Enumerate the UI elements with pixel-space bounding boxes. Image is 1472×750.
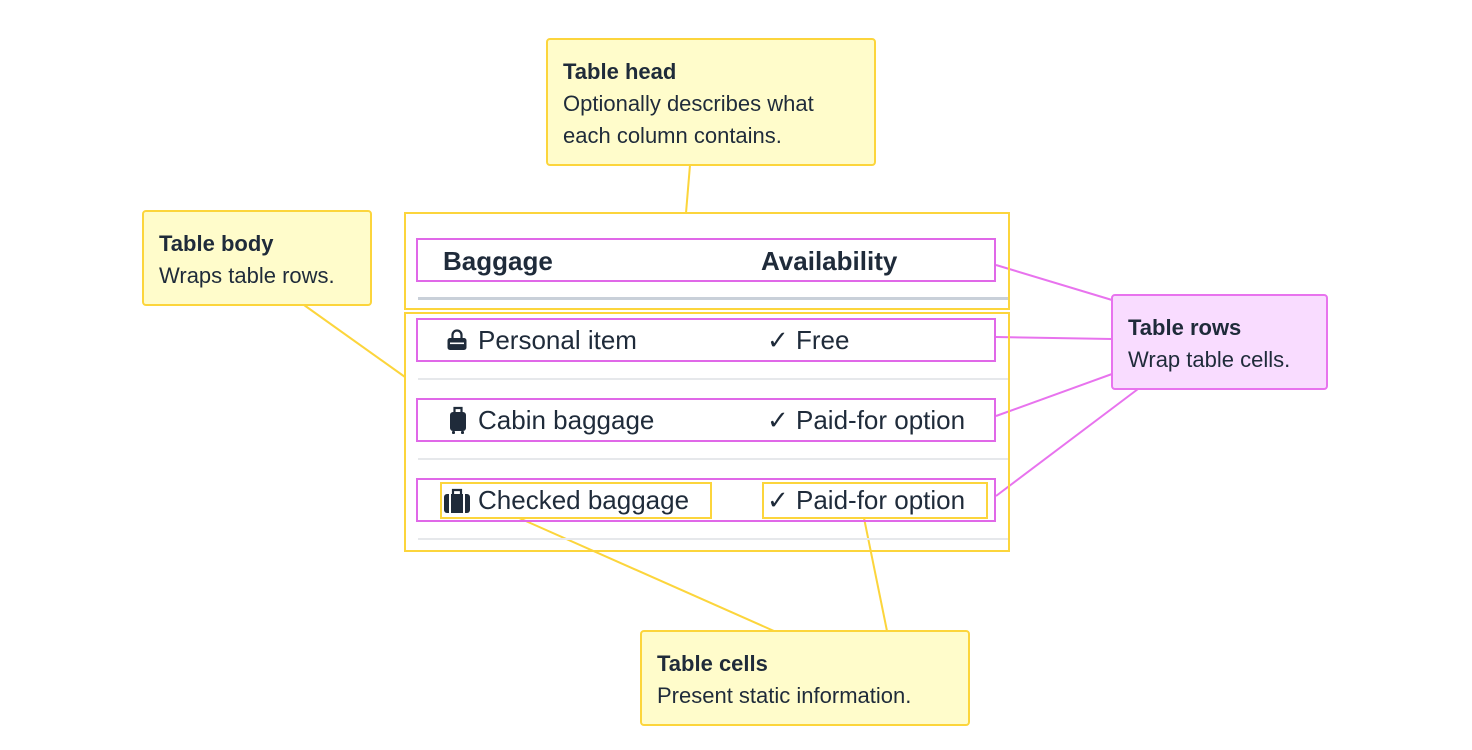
row-divider: [418, 538, 1008, 540]
annotation-body: Optionally describes what: [563, 91, 814, 116]
check-icon: ✓: [767, 325, 789, 355]
handbag-icon: [447, 329, 467, 350]
table-cell-outline: [762, 482, 988, 519]
suitcase-icon: [450, 406, 466, 434]
table-row-outline: [416, 318, 996, 362]
annotation-body: Wrap table cells.: [1128, 347, 1291, 372]
row-connector-head: [995, 264, 1113, 301]
check-icon: ✓: [767, 485, 789, 515]
table-body-outline: [404, 312, 1010, 552]
header-row-outline: [416, 238, 996, 282]
table-row-outline: [416, 398, 996, 442]
row-connector-2: [995, 373, 1113, 417]
annotation-title: Table rows: [1128, 315, 1242, 340]
luggage-icon: [444, 488, 470, 513]
head-connector: [685, 164, 691, 214]
annotation-title: Table body: [159, 231, 274, 256]
annotation-title: Table cells: [657, 651, 768, 676]
row-divider: [418, 458, 1008, 460]
row-connector-3: [995, 388, 1139, 497]
table-rows-annotation: Table rows Wrap table cells.: [1111, 294, 1328, 390]
cell-availability: Paid-for option: [796, 405, 966, 435]
cell-item-name: Personal item: [478, 325, 637, 355]
annotation-title: Table head: [563, 59, 677, 84]
row-divider: [418, 378, 1008, 380]
check-icon: ✓: [767, 405, 789, 435]
column-header-baggage: Baggage: [443, 246, 553, 276]
table-head-outline: [404, 212, 1010, 310]
table-head-annotation: Table head Optionally describes what eac…: [546, 38, 876, 166]
row-connector-1: [995, 336, 1113, 340]
table-cells-annotation: Table cells Present static information.: [640, 630, 970, 726]
table-row-outline: [416, 478, 996, 522]
header-divider: [418, 297, 1008, 300]
cell-availability: Free: [796, 325, 850, 355]
annotation-body: each column contains.: [563, 123, 782, 148]
cell-availability: Paid-for option: [796, 485, 966, 515]
cell-item-name: Checked baggage: [478, 485, 690, 515]
table-cell-outline: [440, 482, 712, 519]
column-header-availability: Availability: [761, 246, 898, 276]
annotation-body: Wraps table rows.: [159, 263, 335, 288]
body-connector: [303, 304, 406, 378]
table-body-annotation: Table body Wraps table rows.: [142, 210, 372, 306]
annotation-body: Present static information.: [657, 683, 912, 708]
cell-item-name: Cabin baggage: [478, 405, 655, 435]
